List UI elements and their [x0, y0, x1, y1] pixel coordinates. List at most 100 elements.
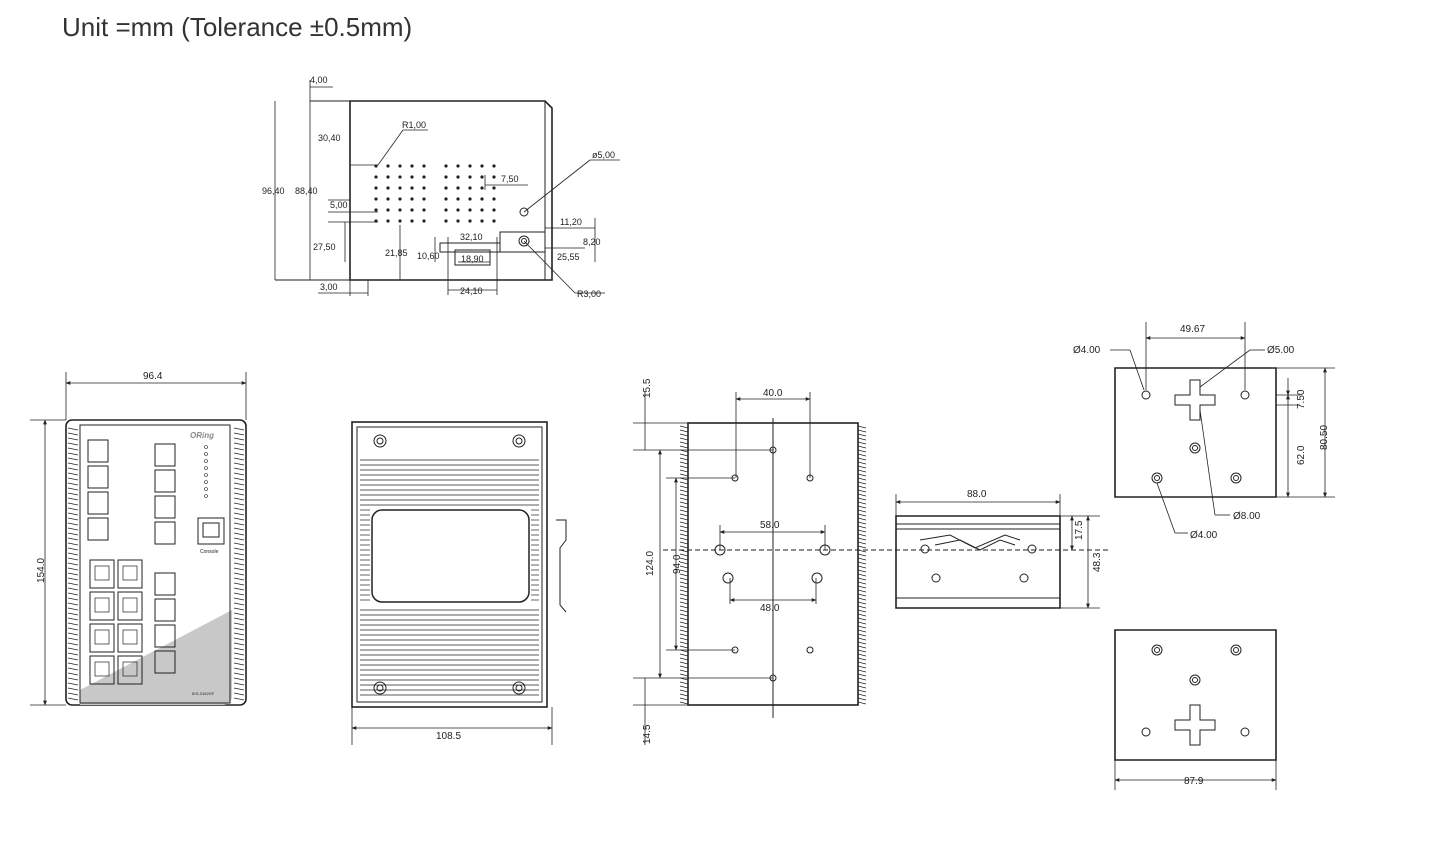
led-indicator	[204, 459, 208, 463]
side-fins	[360, 459, 539, 696]
page-title: Unit =mm (Tolerance ±0.5mm)	[62, 12, 413, 42]
vent-hole	[422, 186, 426, 190]
brand-logo: ORing	[190, 431, 214, 440]
vent-hole	[468, 219, 472, 223]
vent-hole	[374, 197, 378, 201]
dim-din-17-5: 17.5	[1074, 520, 1085, 540]
vent-hole	[444, 219, 448, 223]
rear-fins	[679, 425, 867, 705]
cooling-fins-right	[233, 427, 245, 701]
vent-hole	[480, 208, 484, 212]
sfp-port	[154, 521, 176, 545]
vent-hole	[386, 208, 390, 212]
vent-hole	[410, 197, 414, 201]
led-indicator	[204, 445, 208, 449]
dim-wall-87-9: 87.9	[1184, 776, 1204, 787]
model-label: IES-3162GF	[192, 691, 215, 696]
vent-hole	[374, 208, 378, 212]
din-rail-bracket: 88.0 17.5 48.3	[895, 489, 1103, 609]
console-label: Console	[200, 549, 219, 555]
rj45-port	[89, 655, 115, 685]
dim-rear-124: 124.0	[645, 551, 656, 576]
rj45-port	[117, 559, 143, 589]
led-indicator	[204, 452, 208, 456]
vent-hole	[468, 186, 472, 190]
vent-hole	[492, 208, 496, 212]
vent-hole	[422, 197, 426, 201]
led-indicator	[204, 473, 208, 477]
vent-hole	[456, 208, 460, 212]
vent-hole	[444, 164, 448, 168]
dim-front-width: 96.4	[143, 371, 163, 382]
ground-screw	[518, 235, 530, 247]
dim-88-40: 88,40	[295, 186, 318, 196]
dim-wall-62-0: 62.0	[1296, 445, 1307, 465]
dim-4-00: 4,00	[310, 75, 328, 85]
sfp-port	[87, 465, 109, 489]
dim-18-90: 18,90	[461, 254, 484, 264]
dim-wall-phi-5-00: Ø5.00	[1267, 345, 1295, 356]
top-view: 4,00 30,40 R1,00 96,40 88,40 5,00 27,50 …	[262, 75, 620, 299]
dim-rear-40: 40.0	[763, 388, 783, 399]
wall-mount-plate-lower: 87.9	[1114, 629, 1277, 790]
vent-hole	[444, 186, 448, 190]
dim-front-height: 154.0	[36, 558, 47, 583]
dim-wall-80-50: 80.50	[1319, 425, 1330, 450]
led-indicator	[204, 487, 208, 491]
vent-hole	[492, 197, 496, 201]
vent-hole	[422, 208, 426, 212]
vent-hole	[480, 164, 484, 168]
dim-11-20: 11,20	[560, 217, 582, 227]
sfp-port	[87, 517, 109, 541]
vent-hole	[398, 219, 402, 223]
label-recess	[371, 509, 530, 603]
vent-hole	[386, 164, 390, 168]
vent-hole	[468, 208, 472, 212]
vent-hole	[480, 186, 484, 190]
vent-hole-grid	[374, 164, 496, 223]
sfp-port	[154, 650, 176, 674]
sfp-port	[154, 495, 176, 519]
rj45-port	[89, 623, 115, 653]
sfp-port	[154, 469, 176, 493]
dim-25-55: 25,55	[557, 252, 580, 262]
dim-7-50: 7,50	[501, 174, 519, 184]
vent-hole	[444, 208, 448, 212]
dim-wall-49-67: 49.67	[1180, 324, 1205, 335]
dim-din-88: 88.0	[967, 489, 987, 500]
dim-wall-phi-4-00-a: Ø4.00	[1073, 345, 1101, 356]
vent-hole	[468, 164, 472, 168]
dim-rear-14-5: 14.5	[642, 724, 653, 744]
sfp-port	[87, 439, 109, 463]
sfp-port	[154, 624, 176, 648]
vent-hole	[468, 175, 472, 179]
dim-32-10: 32,10	[460, 232, 483, 242]
vent-hole	[386, 197, 390, 201]
vent-hole	[398, 186, 402, 190]
rj45-port	[117, 591, 143, 621]
rj45-port	[89, 591, 115, 621]
sfp-port	[154, 443, 176, 467]
vent-hole	[444, 197, 448, 201]
dim-side-width: 108.5	[436, 731, 461, 742]
dim-21-85: 21,85	[385, 248, 408, 258]
din-clip	[556, 519, 567, 613]
dim-rear-94: 94.0	[672, 554, 683, 574]
dim-wall-phi-4-00-b: Ø4.00	[1190, 530, 1218, 541]
vent-hole	[480, 219, 484, 223]
dim-rear-58: 58.0	[760, 520, 780, 531]
dim-din-48-3: 48.3	[1092, 552, 1103, 572]
sfp-port	[87, 491, 109, 515]
vent-hole	[444, 175, 448, 179]
dim-rear-15-5: 15.5	[642, 378, 653, 398]
vent-hole	[492, 164, 496, 168]
dim-27-50: 27,50	[313, 242, 336, 252]
vent-hole	[480, 175, 484, 179]
sfp-port	[154, 572, 176, 596]
dim-24-10: 24,10	[460, 286, 483, 296]
vent-hole	[398, 197, 402, 201]
vent-hole	[422, 175, 426, 179]
vent-hole	[398, 175, 402, 179]
vent-hole	[374, 186, 378, 190]
vent-hole	[386, 175, 390, 179]
